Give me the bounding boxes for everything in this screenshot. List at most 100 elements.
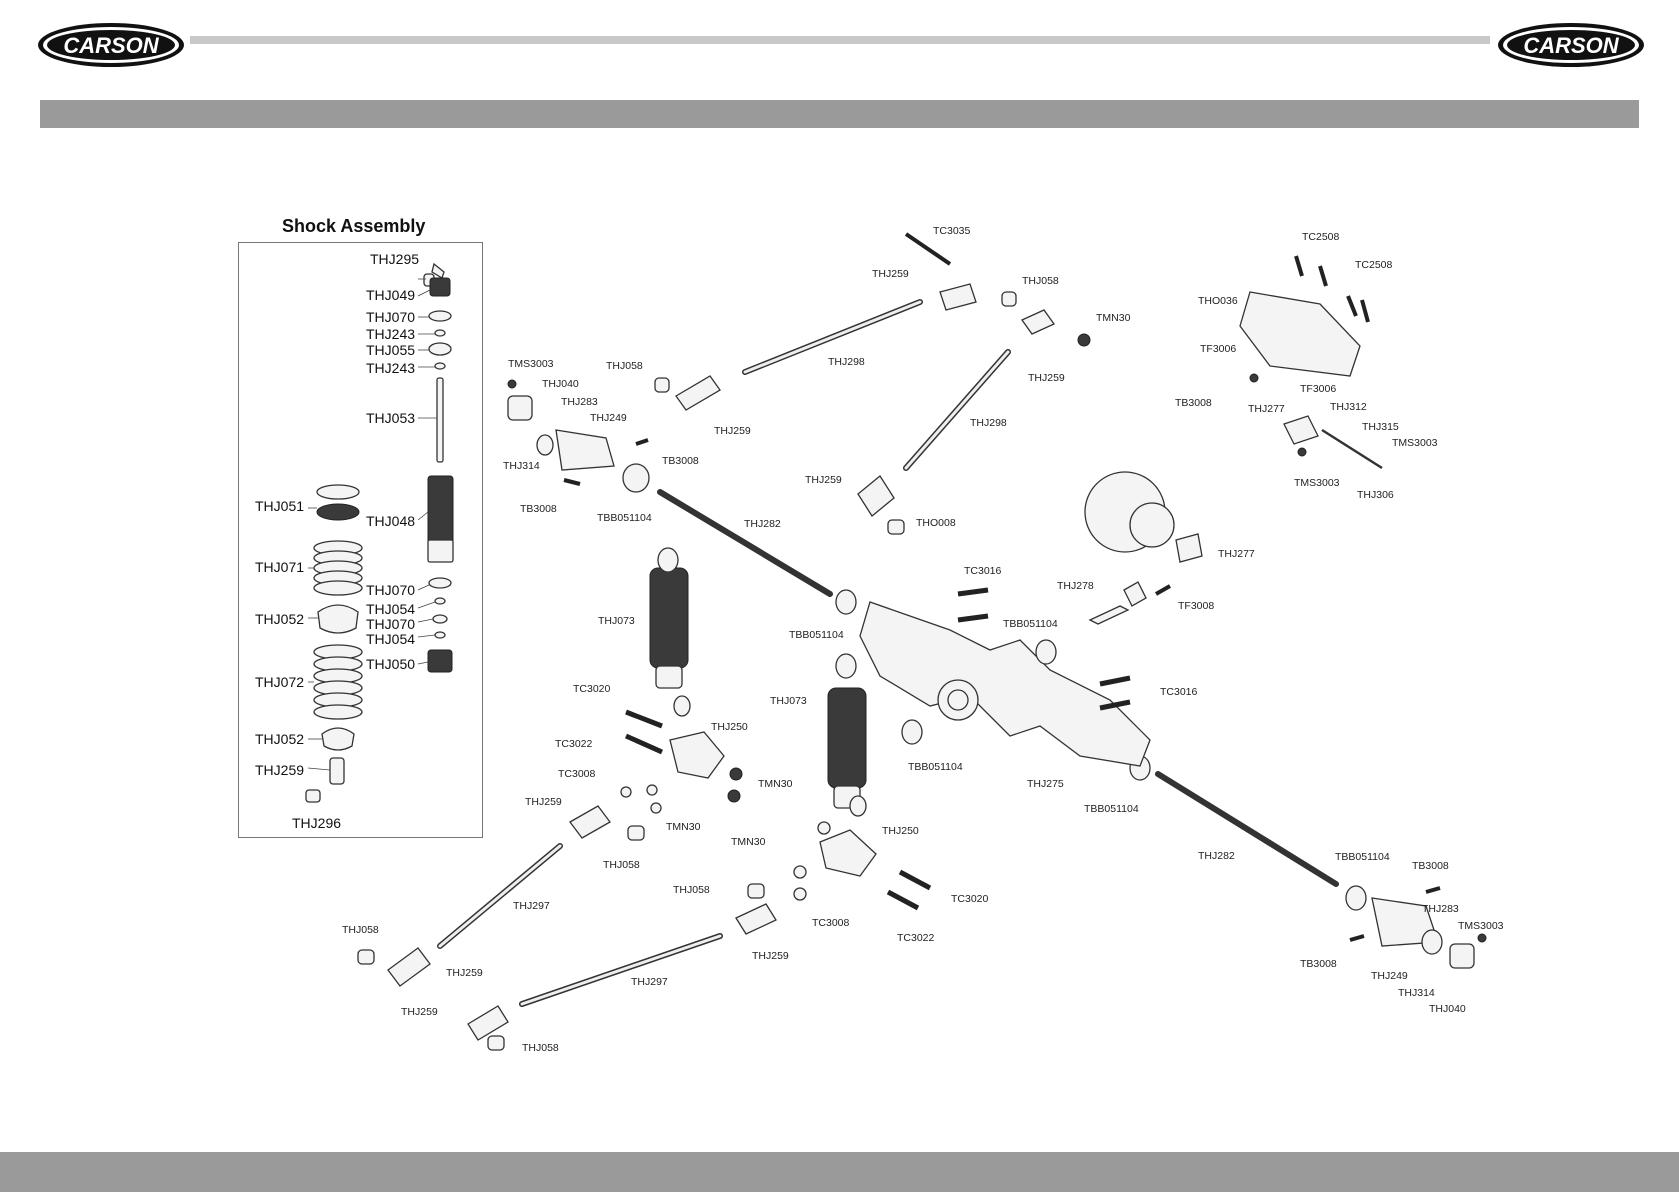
part-callout: TC3035 <box>933 225 971 237</box>
part-callout: THJ259 <box>446 967 483 979</box>
logo-text-left: CARSON <box>63 33 159 58</box>
shock-exploded-parts <box>305 262 454 803</box>
shock-part-label: THJ054 <box>366 601 416 617</box>
carson-logo-left: CARSON <box>36 20 186 70</box>
part-callout: TC3016 <box>964 565 1002 577</box>
shock-part-label: THJ071 <box>255 559 305 575</box>
part-callout: TC3008 <box>812 917 850 929</box>
shock-part-label: THJ072 <box>255 674 305 690</box>
part-callout: TB3008 <box>1412 860 1449 872</box>
part-callout: THJ278 <box>1057 580 1094 592</box>
part-callout: TMN30 <box>758 778 793 790</box>
part-callout: TMS3003 <box>1392 437 1438 449</box>
part-callout: THJ283 <box>1422 903 1459 915</box>
upper-links <box>654 232 1091 535</box>
shock-part-label: THJ243 <box>366 360 416 376</box>
part-callout: TC3020 <box>951 893 989 905</box>
shock-assembly-title: Shock Assembly <box>282 216 426 236</box>
part-callout: THJ282 <box>744 518 781 530</box>
part-callout: TBB051104 <box>789 629 844 641</box>
header-rule <box>190 36 1490 44</box>
part-callout: THJ058 <box>1022 275 1059 287</box>
shock-part-label: THJ049 <box>366 287 416 303</box>
shock-part-label: THJ243 <box>366 326 416 342</box>
part-callout: THJ058 <box>673 884 710 896</box>
part-callout: THJ314 <box>503 460 540 472</box>
part-callout: TMS3003 <box>1458 920 1504 932</box>
part-callout: TC3020 <box>573 683 611 695</box>
title-band <box>40 100 1639 128</box>
part-callout: THJ249 <box>590 412 627 424</box>
part-callout: TF3006 <box>1300 383 1337 395</box>
part-callout: THJ297 <box>513 900 550 912</box>
part-callout: THO036 <box>1198 295 1238 307</box>
shock-part-label: THJ055 <box>366 342 416 358</box>
part-callout: THJ283 <box>561 396 598 408</box>
part-callout: THJ312 <box>1330 401 1367 413</box>
part-callout: THJ058 <box>606 360 643 372</box>
part-callout: TB3008 <box>520 503 557 515</box>
footer-band <box>0 1152 1679 1192</box>
main-shocks <box>649 547 867 817</box>
part-callout: TC3016 <box>1160 686 1198 698</box>
part-callout: TC3022 <box>897 932 935 944</box>
part-callout: TF3008 <box>1178 600 1215 612</box>
part-callout: TMN30 <box>666 821 701 833</box>
shock-part-label: THJ052 <box>255 611 305 627</box>
part-callout: THJ282 <box>1198 850 1235 862</box>
part-callout: TMS3003 <box>1294 477 1340 489</box>
differential <box>1084 471 1203 625</box>
shock-part-label: THJ296 <box>292 815 342 831</box>
shock-part-label: THJ070 <box>366 616 416 632</box>
shock-part-label: THJ052 <box>255 731 305 747</box>
part-callout: THO008 <box>916 517 956 529</box>
part-callout: THJ250 <box>711 721 748 733</box>
part-callout: TMS3003 <box>508 358 554 370</box>
carson-logo-right: CARSON <box>1496 20 1646 70</box>
part-callout: THJ259 <box>805 474 842 486</box>
shock-part-label: THJ070 <box>366 582 416 598</box>
shock-part-label: THJ054 <box>366 631 416 647</box>
part-callout: THJ058 <box>342 924 379 936</box>
part-callout: TMN30 <box>1096 312 1131 324</box>
part-callout: TBB051104 <box>908 761 963 773</box>
part-callout: THJ277 <box>1218 548 1255 560</box>
logo-text-right: CARSON <box>1523 33 1619 58</box>
part-callout: TC2508 <box>1355 259 1393 271</box>
right-hub <box>1345 885 1487 969</box>
part-callout: TC3022 <box>555 738 593 750</box>
part-callout: THJ250 <box>882 825 919 837</box>
part-callout: THJ277 <box>1248 403 1285 415</box>
part-callout: THJ306 <box>1357 489 1394 501</box>
shock-assembly-box <box>238 242 483 838</box>
part-callout: THJ259 <box>401 1006 438 1018</box>
shock-part-label: THJ051 <box>255 498 305 514</box>
part-callout: THJ259 <box>1028 372 1065 384</box>
part-callout: THJ298 <box>970 417 1007 429</box>
axle-housing <box>859 587 1151 767</box>
part-callout: THJ073 <box>598 615 635 627</box>
part-callout: TB3008 <box>1175 397 1212 409</box>
part-callout: THJ297 <box>631 976 668 988</box>
part-callout: THJ058 <box>522 1042 559 1054</box>
part-callout: THJ315 <box>1362 421 1399 433</box>
part-callout: THJ298 <box>828 356 865 368</box>
part-callout: THJ040 <box>1429 1003 1466 1015</box>
part-callout: THJ040 <box>542 378 579 390</box>
shock-part-label: THJ050 <box>366 656 416 672</box>
part-callout: THJ249 <box>1371 970 1408 982</box>
part-callout: TC2508 <box>1302 231 1340 243</box>
shock-part-label: THJ295 <box>370 251 420 267</box>
shock-part-label: THJ053 <box>366 410 416 426</box>
part-callout: TBB051104 <box>1084 803 1139 815</box>
gear-cover <box>1239 255 1383 470</box>
axle-shafts <box>657 489 1339 887</box>
part-callout: THJ259 <box>714 425 751 437</box>
shock-part-label: THJ259 <box>255 762 305 778</box>
part-callout: TBB051104 <box>1003 618 1058 630</box>
part-callout: TBB051104 <box>597 512 652 524</box>
lower-links <box>357 805 777 1051</box>
part-callout: THJ259 <box>872 268 909 280</box>
part-callout: THJ259 <box>752 950 789 962</box>
